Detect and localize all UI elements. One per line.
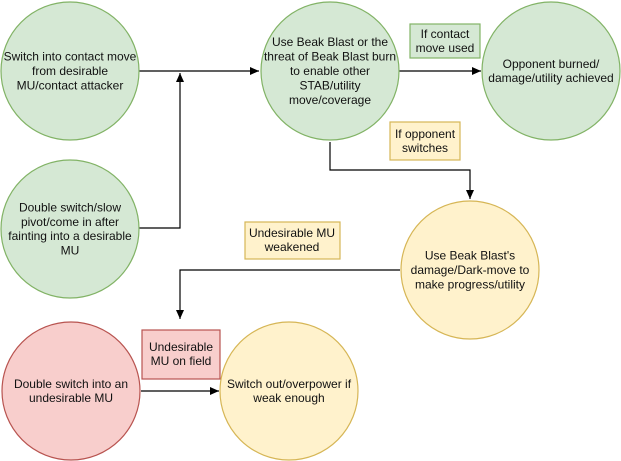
node-opponent-burned-shape [481, 1, 621, 141]
node-use-beak-blast-line: threat of Beak Blast burn [264, 50, 396, 64]
node-opponent-burned-line: damage/utility achieved [488, 71, 613, 85]
node-beak-blast-damage-line: make progress/utility [415, 277, 525, 291]
node-use-beak-blast-line: Use Beak Blast or the [272, 35, 388, 49]
node-label-mu-weakened-line: weakened [264, 240, 320, 254]
node-use-beak-blast-line: to enable other [290, 64, 370, 78]
node-double-switch-desirable-line: Double switch/slow [19, 200, 121, 214]
node-switch-out-line: weak enough [252, 391, 324, 405]
node-beak-blast-damage-line: damage/Dark-move to [411, 263, 530, 277]
node-label-contact-used-line: If contact [421, 27, 470, 41]
node-label-undesirable-field-line: Undesirable [149, 340, 213, 354]
node-double-switch-undesirable-line: Double switch into an [14, 377, 128, 391]
node-double-switch-desirable-line: pivot/come in after [21, 215, 119, 229]
node-switch-contact-line: Switch into contact move [4, 50, 137, 64]
node-label-opponent-switches-shape [389, 121, 461, 161]
edge-double-switch-to-beak-blast [139, 73, 184, 229]
edge-beak-blast-to-beak-blast-damage [329, 142, 474, 199]
node-switch-contact-line: from desirable [32, 64, 108, 78]
node-label-opponent-switches-line: switches [402, 141, 448, 155]
node-double-switch-undesirable-line: undesirable MU [29, 391, 113, 405]
node-use-beak-blast-line: move/coverage [289, 93, 371, 107]
node-double-switch-desirable-line: MU [61, 244, 80, 258]
node-label-opponent-switches-line: If opponent [395, 127, 456, 141]
edges [139, 67, 481, 395]
node-double-switch-desirable-shape [0, 159, 140, 299]
node-label-mu-weakened-shape [244, 221, 341, 260]
edge-beak-blast-damage-to-undesirable-double-switch [176, 269, 400, 319]
node-switch-contact-line: MU/contact attacker [17, 78, 124, 92]
node-double-switch-undesirable-shape [1, 321, 141, 461]
node-switch-out-shape [219, 321, 359, 461]
node-beak-blast-damage-line: Use Beak Blast's [425, 249, 515, 263]
node-opponent-burned-line: Opponent burned/ [503, 57, 600, 71]
node-beak-blast-damage-shape [400, 200, 540, 340]
node-use-beak-blast-shape [260, 1, 400, 141]
node-label-contact-used-shape [409, 23, 481, 59]
node-opponent-burned: Opponent burned/damage/utility achieved [481, 1, 621, 141]
node-switch-contact-shape [0, 1, 140, 141]
node-opponent-burned-label: Opponent burned/damage/utility achieved [488, 57, 613, 85]
node-label-undesirable-field-shape [141, 329, 221, 380]
node-switch-out-line: Switch out/overpower if [227, 377, 352, 391]
node-label-undesirable-field-line: MU on field [151, 354, 212, 368]
node-double-switch-desirable-line: fainting into a desirable [8, 229, 132, 243]
node-label-mu-weakened-line: Undesirable MU [249, 226, 335, 240]
node-use-beak-blast-line: STAB/utility [299, 78, 360, 92]
node-label-contact-used-line: move used [416, 41, 475, 55]
